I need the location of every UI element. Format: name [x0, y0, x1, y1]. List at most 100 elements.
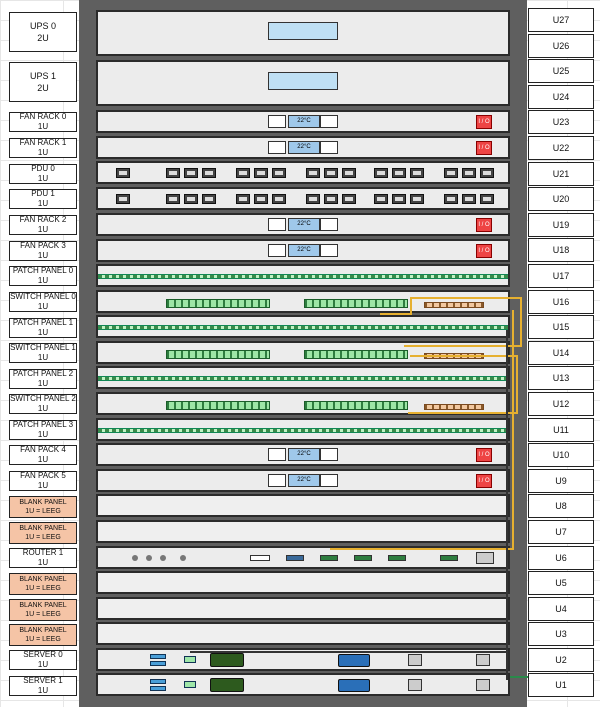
label-name: SERVER 1 [23, 676, 63, 685]
pdu-outlet [410, 168, 424, 178]
label-name: FAN RACK 2 [19, 215, 67, 224]
unit-label: U6 [528, 546, 594, 570]
uplink-cable [520, 297, 522, 347]
label-size: 1U = LEEG [25, 611, 61, 618]
label-name: BLANK PANEL [19, 576, 67, 583]
label-size: 1U [37, 353, 49, 362]
power-switch[interactable]: I / O [476, 448, 492, 462]
fan-temp-display: 22°C [288, 474, 320, 487]
fan-control-box [268, 115, 286, 128]
unit-label: U21 [528, 162, 594, 186]
unit-label: U15 [528, 315, 594, 339]
uplink-cable [404, 345, 522, 347]
uplink-cable [408, 412, 518, 414]
label-name: SWITCH PANEL 1 [10, 343, 76, 352]
pdu-outlet [254, 194, 268, 204]
label-name: PATCH PANEL 1 [12, 318, 74, 327]
server-lan [184, 656, 196, 663]
pdu-outlet [254, 168, 268, 178]
label-size: 1U [37, 430, 49, 439]
unit-label: U27 [528, 8, 594, 32]
power-switch[interactable]: I / O [476, 115, 492, 129]
router-uplink-cable [512, 310, 514, 550]
router-led [180, 555, 186, 561]
server-vga [210, 653, 244, 667]
label-name: BLANK PANEL [19, 525, 67, 532]
pdu-outlet [306, 194, 320, 204]
pdu-outlet [462, 168, 476, 178]
label-blank-panel-u5: BLANK PANEL 1U = LEEG [9, 573, 77, 595]
unit-label: U3 [528, 622, 594, 646]
label-size: 1U [37, 122, 49, 131]
pdu-outlet [480, 194, 494, 204]
fan-control-box [320, 218, 338, 231]
router-led [146, 555, 152, 561]
router-port [354, 555, 372, 561]
fan-rack-0-device: 22°C I / O [96, 110, 510, 133]
pdu-outlet [184, 168, 198, 178]
router-port [286, 555, 304, 561]
fan-temp-display: 22°C [288, 448, 320, 461]
unit-label: U12 [528, 392, 594, 416]
unit-label: U22 [528, 136, 594, 160]
label-size: 2U [37, 83, 49, 93]
pdu-outlet [236, 194, 250, 204]
power-switch[interactable]: I / O [476, 474, 492, 488]
router-port [320, 555, 338, 561]
power-switch[interactable]: I / O [476, 141, 492, 155]
patch-panel-0-device [96, 264, 510, 287]
uplink-cable [410, 355, 518, 357]
blank-panel-u3 [96, 622, 510, 645]
uplink-port-block [424, 404, 484, 410]
unit-label: U7 [528, 520, 594, 544]
unit-label: U25 [528, 59, 594, 83]
label-size: 1U [37, 225, 49, 234]
pdu-outlet [392, 194, 406, 204]
pdu-outlet [444, 194, 458, 204]
label-size: 1U = LEEG [25, 636, 61, 643]
pdu-outlet [410, 194, 424, 204]
unit-label: U5 [528, 571, 594, 595]
fan-control-box [268, 141, 286, 154]
fan-control-box [320, 474, 338, 487]
label-name: SWITCH PANEL 0 [10, 292, 76, 301]
pdu-outlet [236, 168, 250, 178]
server-psu [408, 654, 422, 666]
power-switch[interactable]: I / O [476, 244, 492, 258]
label-name: PATCH PANEL 0 [12, 266, 74, 275]
label-name: PATCH PANEL 3 [12, 420, 74, 429]
router-uplink-cable [330, 548, 514, 550]
unit-label: U19 [528, 213, 594, 237]
blank-panel-u7 [96, 520, 510, 543]
fan-temp-display: 22°C [288, 141, 320, 154]
uplink-cable [380, 313, 412, 315]
label-size: 1U = LEEG [25, 585, 61, 592]
router-port [440, 555, 458, 561]
pdu-outlet [392, 168, 406, 178]
unit-label: U1 [528, 673, 594, 697]
router-port [250, 555, 270, 561]
pdu-input [116, 168, 130, 178]
unit-label: U16 [528, 290, 594, 314]
ups-1-device [96, 60, 510, 106]
pdu-outlet [202, 194, 216, 204]
label-size: 1U [37, 379, 49, 388]
label-size: 1U [37, 328, 49, 337]
unit-label: U26 [528, 34, 594, 58]
ups-0-device [96, 10, 510, 56]
power-switch[interactable]: I / O [476, 218, 492, 232]
blank-panel-u4 [96, 597, 510, 620]
ups-display [268, 22, 338, 40]
